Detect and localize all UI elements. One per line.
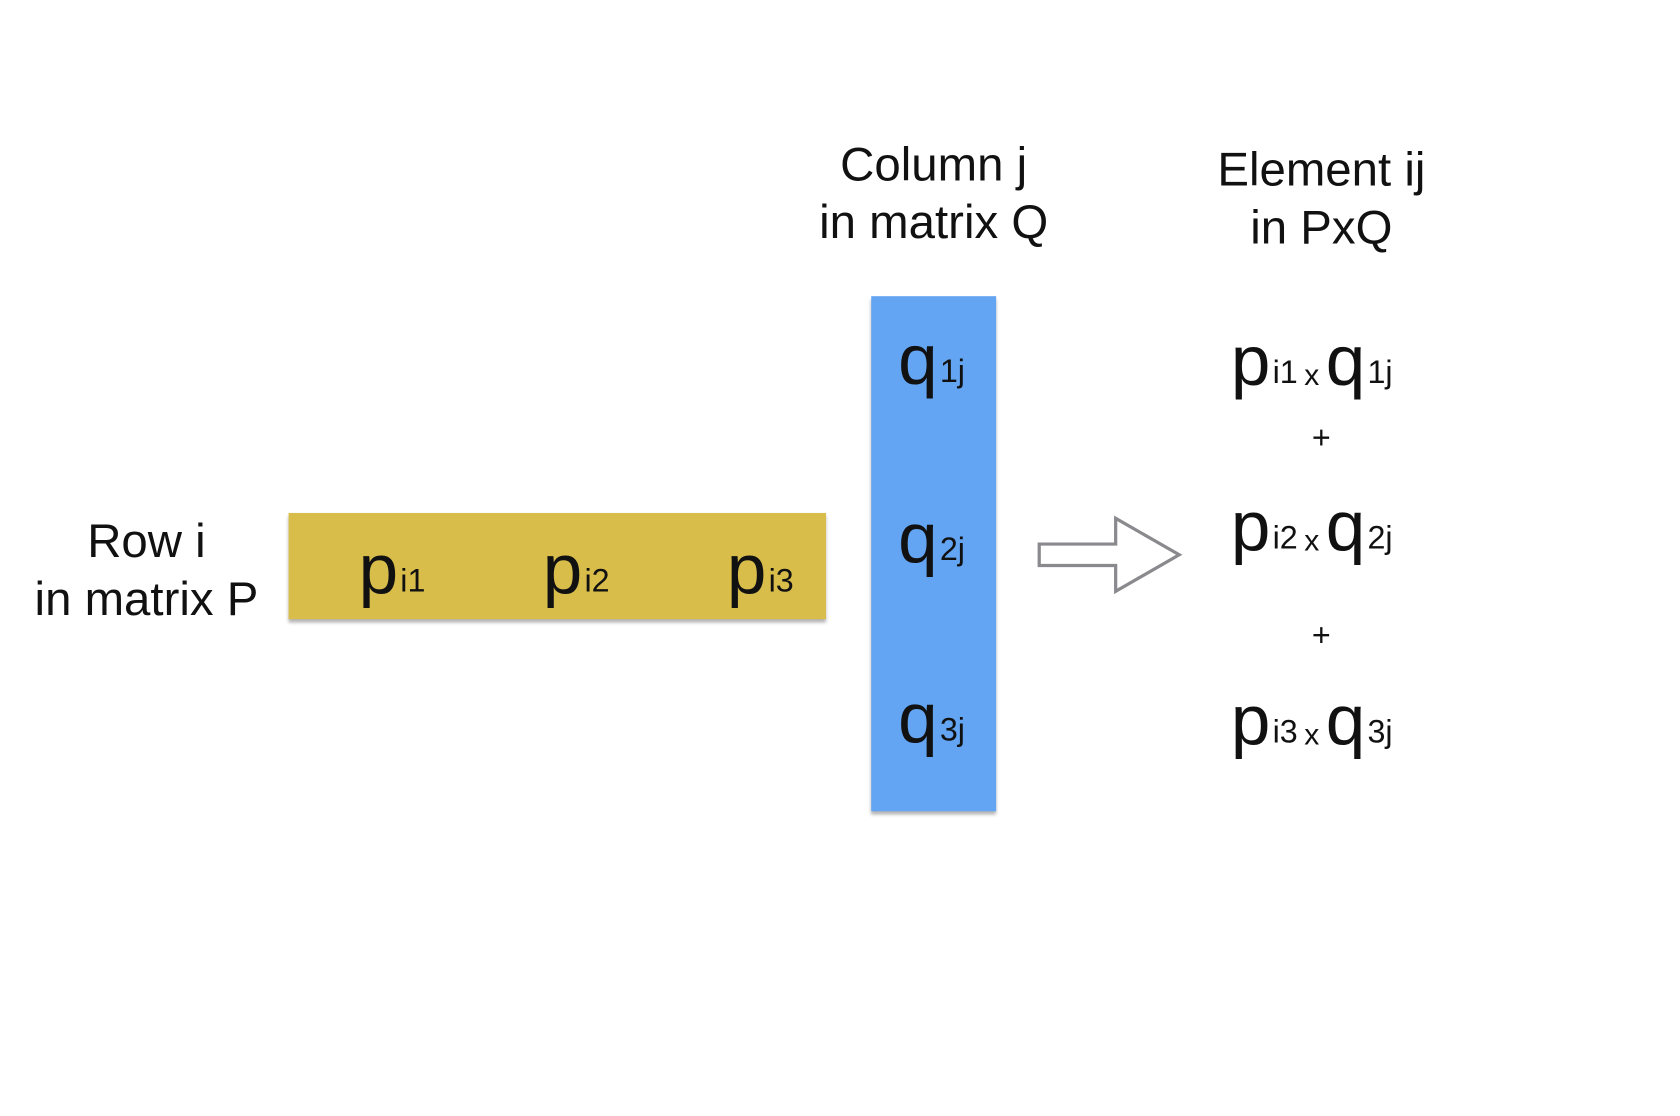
row-label-line2: in matrix P [34, 573, 259, 626]
element-label: Element ij in PxQ [1181, 142, 1461, 258]
column-label-line2: in matrix Q [819, 196, 1049, 249]
right-arrow-icon [1037, 515, 1183, 595]
column-j-bar [871, 296, 997, 812]
plus-sign: + [1311, 420, 1331, 457]
plus-sign: + [1311, 618, 1331, 654]
column-label: Column j in matrix Q [794, 136, 1074, 252]
column-term: q1j [898, 319, 965, 400]
row-term: pi1 [358, 529, 426, 609]
column-term: q2j [898, 497, 965, 578]
row-label-line1: Row i [87, 515, 206, 568]
row-term: pi3 [726, 529, 794, 609]
row-i-bar [288, 512, 826, 620]
row-term: pi2 [542, 529, 610, 609]
element-label-line2: in PxQ [1250, 201, 1393, 255]
column-label-line1: Column j [840, 138, 1028, 192]
element-label-line1: Element ij [1217, 143, 1426, 197]
column-term: q3j [898, 678, 965, 758]
row-label: Row i in matrix P [11, 513, 282, 629]
